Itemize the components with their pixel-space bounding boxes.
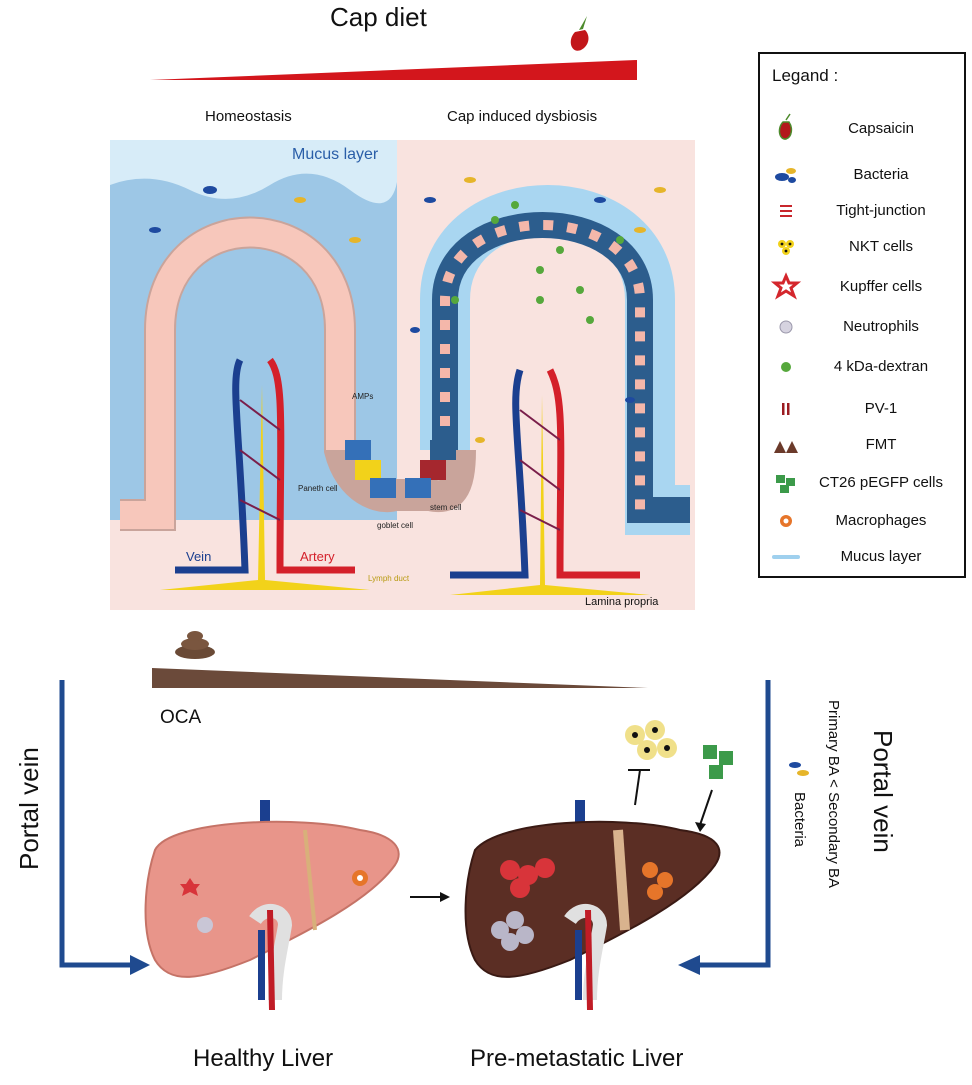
crypt-cells: [345, 440, 456, 498]
legend-item: Tight-junction: [760, 194, 964, 228]
legend-item: Capsaicin: [760, 112, 964, 146]
mucus-wave: [110, 140, 397, 204]
portal-vein-left-line: [59, 680, 135, 968]
inhibit-line: [634, 769, 641, 806]
homeostasis-label: Homeostasis: [205, 108, 292, 125]
pepper-icon: [570, 16, 589, 51]
dextran-icon: [781, 362, 791, 372]
oca-label: OCA: [160, 707, 202, 728]
healthy-liver-label: Healthy Liver: [193, 1045, 334, 1072]
bacteria-icon-right: [789, 762, 809, 776]
premetastatic-liver: [464, 800, 721, 1011]
dextran-dots: [451, 201, 624, 324]
neutrophil-icon: [197, 917, 213, 933]
nkt-cell-cluster: [625, 720, 677, 760]
legend-label: Tight-junction: [836, 202, 926, 219]
mucus-layer-label: Mucus layer: [292, 146, 379, 163]
bacteria-icon: [775, 168, 796, 183]
nkt-cell-icon: [778, 240, 794, 255]
legend-label: Macrophages: [835, 512, 927, 529]
ct26-cell-cluster: [703, 745, 733, 779]
legend-item: PV-1: [760, 392, 964, 426]
macrophage-icon: [780, 515, 792, 527]
legend-label: Bacteria: [853, 166, 909, 183]
legend-item: Mucus layer: [760, 540, 964, 574]
bacteria-label: Bacteria: [791, 792, 808, 848]
neutrophil-icon: [779, 320, 793, 334]
portal-vein-right-line: [695, 680, 771, 968]
fmt-icon: [774, 441, 798, 453]
oca-gradient-bar: [152, 668, 648, 688]
goblet-cell-label: goblet cell: [377, 521, 414, 530]
stem-cell-label: stem cell: [430, 503, 462, 512]
legend-label: NKT cells: [849, 238, 913, 255]
artery-label: Artery: [300, 549, 335, 564]
diagram-title: Cap diet: [330, 2, 427, 32]
macrophage-cluster: [642, 862, 673, 900]
legend-label: Capsaicin: [848, 120, 914, 137]
legend-label: CT26 pEGFP cells: [819, 474, 943, 491]
lymph-duct-label: Lymph duct: [368, 574, 410, 583]
legend-item: 4 kDa-dextran: [760, 350, 964, 384]
vein-label: Vein: [186, 549, 212, 564]
premetastatic-liver-label: Pre-metastatic Liver: [470, 1045, 684, 1072]
legend-item: Macrophages: [760, 504, 964, 538]
legend-item: Neutrophils: [760, 310, 964, 344]
pepper-icon: [778, 113, 793, 140]
lamina-propria-label: Lamina propria: [585, 596, 659, 608]
macrophage-icon: [352, 870, 368, 886]
legend-label: PV-1: [864, 400, 898, 417]
legend-item: Bacteria: [760, 158, 964, 192]
legend-title: Legand :: [772, 66, 839, 85]
vein-left: [175, 358, 249, 574]
healthy-liver: [144, 800, 400, 1011]
pv1-icon: [782, 403, 790, 415]
portal-vein-right-arrowhead: [678, 955, 700, 975]
ct26-arrow: [699, 789, 713, 826]
legend-item: NKT cells: [760, 230, 964, 264]
tight-junction-icon: [780, 205, 792, 217]
neutrophil-cluster: [491, 911, 534, 951]
legend-label: Mucus layer: [840, 548, 922, 565]
kupffer-cell-icon: [180, 878, 200, 896]
kupffer-cell-icon: [770, 272, 802, 300]
portal-vein-right-label: Portal vein: [868, 730, 898, 853]
bile-acid-label: Primary BA < Secondary BA: [825, 700, 842, 888]
legend-label: 4 kDa-dextran: [833, 358, 929, 375]
legend-item: FMT: [760, 428, 964, 462]
legend-label: Kupffer cells: [839, 278, 923, 295]
bacteria-scatter: [149, 177, 666, 443]
legend-label: FMT: [865, 436, 897, 453]
amps-label: AMPs: [352, 392, 374, 401]
artery-right: [546, 368, 640, 579]
mucus-layer-icon: [772, 555, 800, 559]
cap-diet-gradient-bar: [150, 60, 637, 80]
ct26-cell-icon: [776, 475, 795, 493]
stool-icon: [175, 631, 215, 659]
portal-vein-left-arrowhead: [130, 955, 150, 975]
dysbiosis-label: Cap induced dysbiosis: [447, 108, 598, 125]
artery-left: [267, 357, 355, 574]
legend-label: Neutrophils: [843, 318, 919, 335]
portal-vein-left-label: Portal vein: [14, 747, 44, 870]
vein-right: [450, 368, 529, 579]
legend-item: CT26 pEGFP cells: [760, 466, 964, 500]
paneth-cell-label: Paneth cell: [298, 484, 338, 493]
legend: Legand : Capsaicin Bacteria Tight-juncti…: [758, 52, 966, 578]
kupffer-cluster: [500, 858, 555, 898]
legend-item: Kupffer cells: [760, 270, 964, 304]
